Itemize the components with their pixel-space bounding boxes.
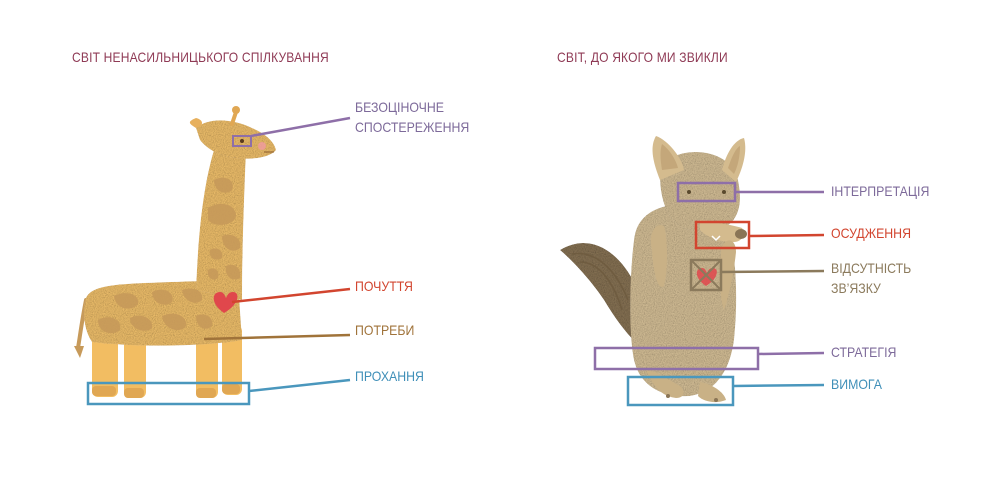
jackal-head (660, 152, 740, 232)
giraffe-feet-box (86, 381, 251, 406)
label-disconnection: ВІДСУТНІСТЬ ЗВ’ЯЗКУ (831, 258, 911, 298)
label-interpretation: ІНТЕРПРЕТАЦІЯ (831, 183, 930, 199)
label-disconnection-line-1: ВІДСУТНІСТЬ (831, 260, 912, 276)
label-observation: БЕЗОЦІНОЧНЕ СПОСТЕРЕЖЕННЯ (355, 97, 469, 137)
left-panel-title: СВІТ НЕНАСИЛЬНИЦЬКОГО СПІЛКУВАННЯ (72, 49, 329, 65)
giraffe-neck (196, 150, 246, 300)
right-panel-title: СВІТ, ДО ЯКОГО МИ ЗВИКЛИ (557, 49, 728, 65)
giraffe-leg (222, 325, 242, 395)
label-feelings: ПОЧУТТЯ (355, 278, 413, 294)
label-request: ПРОХАННЯ (355, 368, 424, 384)
jackal-pointer-lines (720, 190, 825, 388)
label-needs: ПОТРЕБИ (355, 322, 415, 338)
label-disconnection-line-2: ЗВ’ЯЗКУ (831, 280, 881, 296)
label-judgement: ОСУДЖЕННЯ (831, 225, 911, 241)
giraffe-pointer-lines (203, 116, 351, 393)
label-demand: ВИМОГА (831, 376, 882, 392)
label-observation-line-1: БЕЗОЦІНОЧНЕ (355, 99, 444, 115)
label-strategy: СТРАТЕГІЯ (831, 344, 897, 360)
jackal-illustration (560, 136, 760, 407)
jackal-feet-box (626, 375, 735, 407)
giraffe-illustration (74, 106, 276, 406)
giraffe-eye-box (232, 135, 252, 147)
jackal-tail (560, 243, 645, 346)
giraffe-heart-icon (213, 292, 238, 313)
jackal-disconnection-box (689, 258, 723, 292)
jackal-body-box (593, 346, 760, 371)
label-observation-line-2: СПОСТЕРЕЖЕННЯ (355, 119, 470, 135)
giraffe-leg (124, 330, 146, 398)
giraffe-head (196, 120, 276, 159)
giraffe-leg (196, 330, 218, 398)
